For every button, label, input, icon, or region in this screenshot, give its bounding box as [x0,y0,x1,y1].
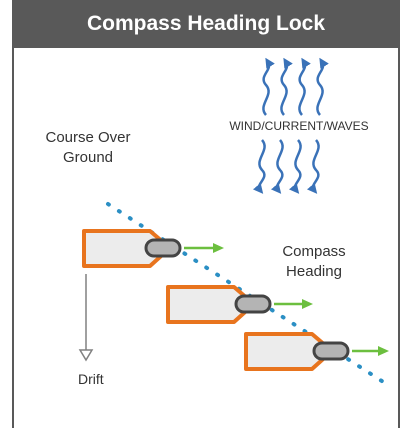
boat-position-1 [82,229,224,268]
diagram-title: Compass Heading Lock [86,12,326,35]
wind-arrows-top [262,57,329,116]
boat-position-2 [166,285,313,324]
wind-label: WIND/CURRENT/WAVES [229,119,368,133]
course-over-ground-label-line2: Ground [63,149,113,166]
title-bar: Compass Heading Lock [12,0,400,48]
drift-arrow [78,274,94,362]
drift-label: Drift [78,371,104,387]
wind-arrows-bottom [252,139,320,194]
course-over-ground-label-line1: Course Over [45,129,130,146]
boat-position-3 [244,332,389,371]
compass-heading-label-line1: Compass [282,243,345,260]
diagram-frame: Compass Heading Lock WIND/CURRENT/WAVES … [12,0,400,428]
compass-heading-label-line2: Heading [286,263,342,280]
